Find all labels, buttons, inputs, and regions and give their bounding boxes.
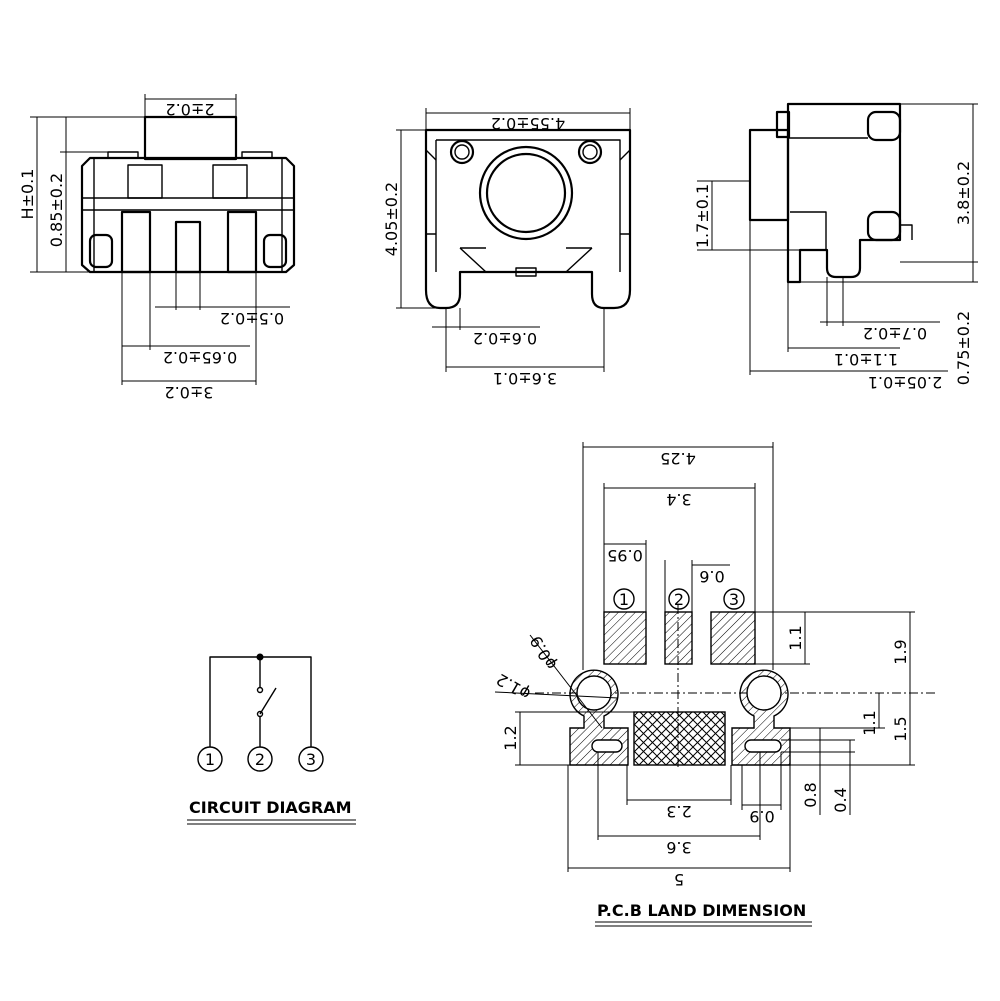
pcb-dim-1-5: 1.5 xyxy=(891,716,910,741)
top-corner-marks xyxy=(425,149,631,161)
pcb-dim-5: 5 xyxy=(674,870,684,889)
pcb-pad-2 xyxy=(664,611,693,665)
top-tab-bevel xyxy=(459,247,593,273)
pin-1 xyxy=(120,210,152,274)
side-tab xyxy=(900,224,913,240)
pcb-dim-2-3: 2.3 xyxy=(666,802,691,821)
body-window-left xyxy=(127,164,163,199)
dim-stem-width: 2±0.2 xyxy=(165,100,214,119)
side-upper-hook xyxy=(866,110,902,142)
actuator-stem xyxy=(143,115,238,161)
pcb-center-land xyxy=(633,711,726,766)
pcb-dim-0-6: 0.6 xyxy=(699,567,724,586)
side-inner-step xyxy=(790,211,827,250)
pcb-dim-1-1-top: 1.1 xyxy=(786,625,805,650)
pcb-dim-1-2: 1.2 xyxy=(501,725,520,750)
top-inner-edge xyxy=(436,139,621,272)
switch-body xyxy=(80,156,296,274)
pcb-mount-hole-right xyxy=(746,675,782,711)
switch-contact-top xyxy=(256,686,264,694)
circuit-pin-2 xyxy=(247,746,273,772)
circuit-diagram-title: CIRCUIT DIAGRAM xyxy=(189,798,352,817)
pcb-dim-0-8: 0.8 xyxy=(801,782,820,807)
mount-hole-left xyxy=(449,139,475,165)
dim-lead-offset: 0.7±0.2 xyxy=(863,324,927,343)
mount-hole-right xyxy=(577,139,603,165)
pcb-slot-left xyxy=(591,739,623,753)
circuit-pin-1-label: 1 xyxy=(205,750,215,769)
top-view: 4.55±0.2 4.05±0.2 0.6±0.2 3.6±0.1 xyxy=(382,108,632,388)
switch-blade xyxy=(259,687,277,715)
top-center-tab xyxy=(515,267,537,277)
side-hook-left xyxy=(88,233,114,269)
pcb-leader-phi-0-9 xyxy=(529,634,603,729)
pcb-dim-phi-1-2: φ1.2 xyxy=(493,670,534,704)
circuit-pin-3 xyxy=(298,746,324,772)
dim-lead-span: 1.1±0.1 xyxy=(834,350,898,369)
dim-top-width: 4.55±0.2 xyxy=(491,114,565,133)
body-window-right xyxy=(212,164,248,199)
pcb-land-dimension: 1 2 3 4.25 3.4 0.95 0.6 1.1 xyxy=(493,442,935,927)
dim-body-width: 3±0.2 xyxy=(164,383,213,402)
dim-total-depth: 2.05±0.1 xyxy=(868,373,942,392)
dim-pin-width: 0.5±0.2 xyxy=(220,309,284,328)
pin-3 xyxy=(226,210,258,274)
actuator-inner xyxy=(485,152,567,234)
pcb-dim-0-95: 0.95 xyxy=(607,546,643,565)
pcb-pad-2-marker xyxy=(668,588,690,610)
dim-tab-span: 3.6±0.1 xyxy=(493,369,557,388)
dim-pin-span: 0.65±0.2 xyxy=(163,348,237,367)
dim-stem-height: 1.7±0.1 xyxy=(693,184,712,248)
pcb-pad-3 xyxy=(710,611,756,665)
pcb-pad-3-marker xyxy=(723,588,745,610)
pcb-dim-1-1-side: 1.1 xyxy=(860,710,879,735)
pcb-pad-1-label: 1 xyxy=(619,590,629,609)
circuit-pin-3-label: 3 xyxy=(306,750,316,769)
pcb-pad-1 xyxy=(603,611,647,665)
side-hook-right xyxy=(262,233,288,269)
mount-hole-left-inner xyxy=(454,144,470,160)
dim-lead-height: 0.75±0.2 xyxy=(954,311,973,385)
mount-hole-right-inner xyxy=(582,144,598,160)
side-lower-hook xyxy=(866,210,902,242)
pcb-dim-3-6: 3.6 xyxy=(666,838,691,857)
circuit-pin-1 xyxy=(197,746,223,772)
dim-height-h: H±0.1 xyxy=(18,169,37,220)
dim-tab-width: 0.6±0.2 xyxy=(473,329,537,348)
pcb-dim-3-4: 3.4 xyxy=(666,490,691,509)
pcb-mount-hole-left xyxy=(576,675,612,711)
circuit-junction-dot xyxy=(256,653,264,661)
circuit-diagram: 1 2 3 CIRCUIT DIAGRAM xyxy=(187,653,356,825)
side-stem xyxy=(748,128,790,222)
pcb-pad-1-marker xyxy=(613,588,635,610)
dim-top-depth: 4.05±0.2 xyxy=(382,182,401,256)
dim-side-height: 3.8±0.2 xyxy=(954,161,973,225)
circuit-pin-2-label: 2 xyxy=(255,750,265,769)
body-clip-right xyxy=(241,151,273,159)
pcb-dim-phi-0-9: φ0.9 xyxy=(526,632,560,673)
pcb-dim-1-9: 1.9 xyxy=(891,639,910,664)
body-clip-left xyxy=(107,151,139,159)
pcb-pad-2-label: 2 xyxy=(674,590,684,609)
top-body-outline xyxy=(424,128,632,310)
side-view: 3.8±0.2 1.7±0.1 0.7±0.2 1.1±0.1 2.05±0.1… xyxy=(693,102,978,392)
pcb-land-title: P.C.B LAND DIMENSION xyxy=(597,901,806,920)
pcb-dim-0-9: 0.9 xyxy=(749,807,774,826)
pcb-dim-4-25: 4.25 xyxy=(660,449,696,468)
pcb-dim-0-4: 0.4 xyxy=(831,787,850,812)
dim-base-height: 0.85±0.2 xyxy=(47,173,66,247)
pcb-leader-phi-1-2 xyxy=(494,691,619,699)
pcb-slot-right xyxy=(744,739,782,753)
front-view: 2±0.2 H±0.1 0.85±0.2 0.5±0.2 0.65±0.2 3±… xyxy=(18,94,296,402)
pin-2 xyxy=(174,220,202,274)
actuator-outer xyxy=(478,145,574,241)
pcb-pad-3-label: 3 xyxy=(729,590,739,609)
side-body xyxy=(786,102,902,284)
